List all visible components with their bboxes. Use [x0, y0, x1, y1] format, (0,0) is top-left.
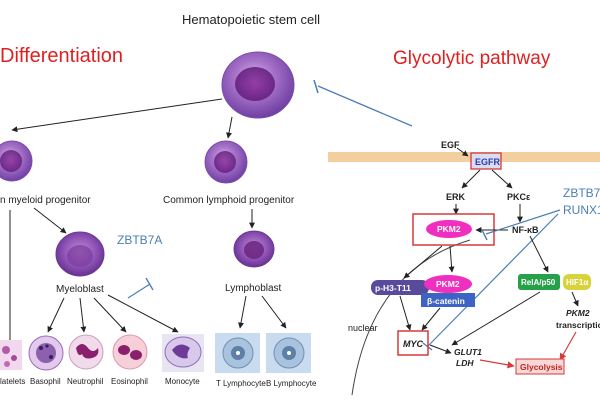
ph3-node: [371, 280, 429, 295]
bcatenin-node: [421, 293, 475, 307]
lymphoblast-icon: [233, 230, 275, 268]
pkm2-mid-label: PKM2: [436, 279, 460, 289]
arrow-to-monocyte: [107, 294, 179, 333]
t-lymphocyte-label: T Lymphocyte: [216, 379, 266, 388]
erk-label: ERK: [446, 192, 466, 202]
runx1-label: RUNX1: [563, 203, 600, 217]
monocyte-label: Monocyte: [165, 377, 200, 386]
zbtb7a-left-label: ZBTB7A: [117, 233, 162, 247]
arrow-trans-glycolysis: [559, 331, 577, 361]
nuclear-membrane: [351, 239, 471, 396]
differentiation-heading: Differentiation: [0, 45, 123, 67]
platelets-label: latelets: [0, 377, 25, 386]
t-lymphocyte-icon: [215, 333, 260, 373]
myc-label: MYC: [403, 339, 424, 349]
stem-cell-inhibition-line: [313, 79, 413, 127]
nfkb-label: NF-κB: [512, 225, 539, 235]
arrow-hif1a-pkm2trans: [571, 291, 579, 307]
ph3-label: p-H3-T11: [375, 283, 411, 293]
pkm2-mid-node: [424, 275, 472, 293]
lymphoid-progenitor-label: Common lymphoid progenitor: [163, 195, 295, 206]
b-lymphocyte-label: B Lymphocyte: [266, 379, 317, 388]
arrow-to-b-lymphocyte: [261, 295, 287, 329]
zbtb7a-left-inhibition: [127, 277, 154, 299]
arrow-to-neutrophil: [79, 297, 87, 333]
myeloid-progenitor-icon: [0, 140, 33, 182]
myeloid-progenitor-label: n myeloid progenitor: [0, 195, 91, 206]
neutrophil-icon: [68, 334, 104, 370]
lymphoid-progenitor-icon: [204, 140, 248, 184]
arrow-ph3-myc: [399, 295, 412, 331]
egfr-label: EGFR: [475, 157, 501, 167]
pkm2-trans-label: PKM2: [566, 308, 590, 318]
egfr-box: [470, 152, 502, 170]
arrow-myc-glut1: [429, 344, 452, 354]
myeloblast-label: Myeloblast: [56, 284, 104, 295]
page-title: Hematopoietic stem cell: [182, 12, 320, 27]
zbtb7a-right-label: ZBTB7A: [563, 186, 600, 200]
arrow-relap50-glut1: [451, 291, 541, 346]
arrow-glut1-glycolysis: [479, 359, 515, 369]
pkm2-top-node: [426, 220, 472, 238]
arrow-egf-egfr: [456, 147, 469, 157]
lymphoblast-label: Lymphoblast: [225, 283, 282, 294]
ldh-label: LDH: [456, 358, 474, 368]
pkm2-top-label: PKM2: [437, 224, 461, 234]
hif1a-label: HIF1α: [566, 278, 588, 287]
arrow-to-eosinophil: [93, 297, 127, 333]
basophil-icon: [28, 335, 64, 371]
relap50-node: [518, 274, 560, 290]
bcatenin-label: β-catenin: [427, 296, 465, 306]
arrow-egfr-erk: [461, 169, 481, 189]
neutrophil-label: Neutrophil: [67, 377, 104, 386]
stem-cell-icon: [221, 51, 295, 119]
nuclear-label: nuclear: [348, 323, 378, 333]
arrow-pkm2-pkm2mid: [448, 245, 455, 273]
cell-membrane: [328, 152, 600, 162]
basophil-label: Basophil: [30, 377, 61, 386]
glycolytic-heading: Glycolytic pathway: [393, 48, 551, 69]
glycolysis-box: [515, 358, 565, 375]
pkce-label: PKCε: [507, 192, 531, 202]
arrow-nfkb-relap50: [529, 235, 549, 273]
egf-label: EGF: [441, 140, 460, 150]
arrow-to-basophil: [47, 297, 65, 333]
arrow-bcatenin-myc: [421, 307, 441, 331]
glycolysis-label: Glycolysis: [520, 362, 563, 372]
eosinophil-label: Eosinophil: [111, 377, 148, 386]
relap50-label: RelA/p50: [521, 278, 556, 287]
hif1a-node: [563, 274, 591, 290]
myc-highlight-box: [397, 330, 429, 356]
eosinophil-icon: [112, 334, 148, 370]
platelets-icon: [0, 340, 22, 370]
arrow-to-lymphoid: [226, 116, 233, 139]
arrow-to-t-lymphocyte: [238, 295, 247, 329]
myeloblast-icon: [55, 231, 105, 277]
glut1-label: GLUT1: [454, 347, 482, 357]
arrow-pkm2-ph3: [403, 245, 443, 279]
arrow-to-myeloblast: [33, 207, 67, 234]
b-lymphocyte-icon: [266, 333, 311, 373]
arrow-egfr-pkce: [491, 169, 513, 189]
arrow-to-myeloid: [11, 98, 223, 133]
transcription-label: transcription: [556, 320, 600, 330]
monocyte-icon: [162, 334, 204, 372]
